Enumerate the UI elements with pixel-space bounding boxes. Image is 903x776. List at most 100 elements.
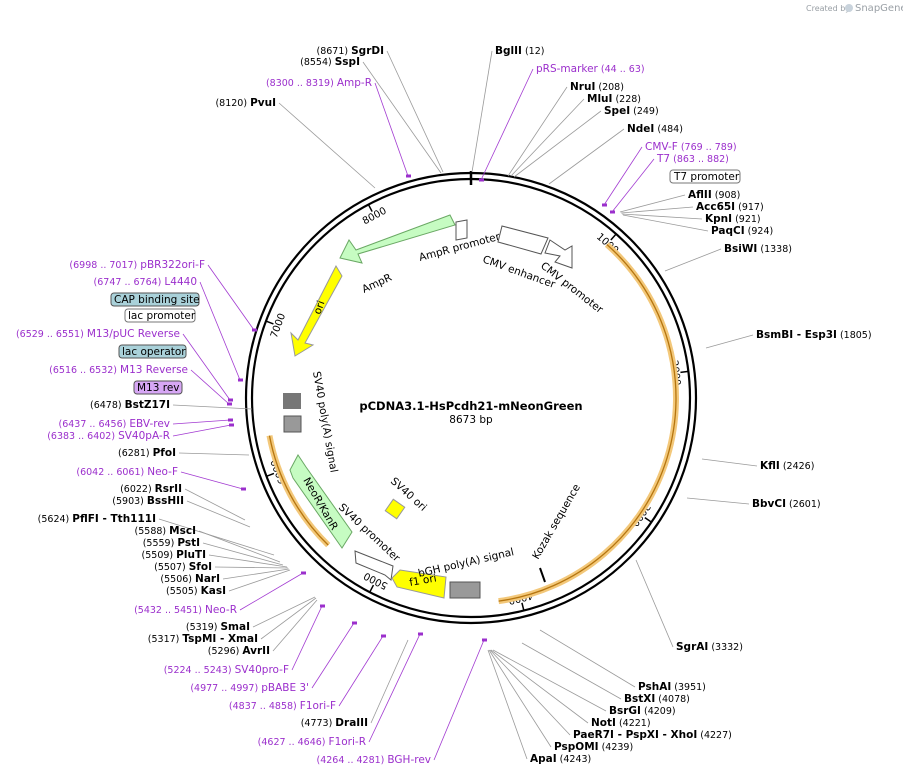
enzyme-name: NruI (208) xyxy=(570,81,624,93)
enzyme-name: SgrAI (3332) xyxy=(676,641,743,653)
primer-site-mark xyxy=(227,402,232,406)
primer-label-neor: (5432 .. 5451) Neo-R xyxy=(134,604,237,616)
primer-name: (6529 .. 6551) M13/pUC Reverse xyxy=(16,328,180,340)
primer-leader-line xyxy=(368,633,421,743)
leader-line xyxy=(178,452,250,456)
primer-name: T7 (863 .. 882) xyxy=(656,153,729,165)
primer-name: (4837 .. 4858) F1ori-F xyxy=(229,700,336,712)
enzyme-name: (5507) SfoI xyxy=(154,561,212,573)
leader-line xyxy=(471,50,493,173)
primer-leader-line xyxy=(207,264,255,331)
enzyme-name: (8554) SspI xyxy=(300,56,360,68)
primer-leader-line xyxy=(311,622,355,689)
enzyme-label-rsrii: (6022) RsrII xyxy=(120,483,182,495)
f1-ori-arrow xyxy=(391,569,447,599)
leader-line xyxy=(664,248,722,272)
leader-line xyxy=(489,649,571,736)
feature-label-ori: ori xyxy=(312,299,328,316)
primer-label-sv40par: (6383 .. 6402) SV40pA-R xyxy=(47,430,170,442)
enzyme-name: (5296) AvrII xyxy=(208,645,270,657)
boxed-feature-lac-promoter: lac promoter xyxy=(124,308,196,323)
enzyme-name: BglII (12) xyxy=(495,45,544,57)
leader-line xyxy=(386,50,444,173)
primer-site-mark xyxy=(482,638,487,642)
enzyme-name: (5505) KasI xyxy=(166,585,226,597)
leader-line xyxy=(701,458,758,467)
enzyme-name: (8671) SgrDI xyxy=(317,45,385,57)
plasmid-size: 8673 bp xyxy=(449,414,493,426)
feature-label-kozak: Kozak sequence xyxy=(530,482,583,561)
enzyme-label-sgrdi: (8671) SgrDI xyxy=(317,45,385,57)
enzyme-label-avrii: (5296) AvrII xyxy=(208,645,270,657)
primer-site-mark xyxy=(602,203,607,207)
leader-line xyxy=(260,597,317,640)
tick-mark xyxy=(680,370,689,374)
enzyme-label-bglii: BglII (12) xyxy=(495,45,544,57)
boxed-feature-lac-operator: lac operator xyxy=(118,344,187,359)
primer-leader-line xyxy=(199,281,241,381)
enzyme-label-ndei: NdeI (484) xyxy=(627,123,683,135)
leader-line xyxy=(362,61,442,174)
leader-line xyxy=(492,649,607,712)
tick-mark xyxy=(644,516,652,523)
primer-leader-line xyxy=(433,639,485,761)
tick-label: 7000 xyxy=(269,312,288,340)
enzyme-name: (5319) SmaI xyxy=(186,621,250,633)
enzyme-name: (5624) PflFI - Tth111I xyxy=(38,513,156,525)
leader-line xyxy=(521,642,622,700)
enzyme-label-kasi: (5505) KasI xyxy=(166,585,226,597)
leader-line xyxy=(705,334,754,349)
enzyme-label-msci: (5588) MscI xyxy=(135,525,196,537)
enzyme-label-draiii: (4773) DraIII xyxy=(301,717,368,729)
primer-name: (4977 .. 4997) pBABE 3' xyxy=(190,682,309,694)
leader-line xyxy=(172,404,253,410)
sv40-promoter-arrow xyxy=(354,550,394,581)
enzyme-name: (6281) PfoI xyxy=(118,447,176,459)
enzyme-label-mlui: MluI (228) xyxy=(587,93,641,105)
enzyme-label-pflfi: (5624) PflFI - Tth111I xyxy=(38,513,156,525)
primer-leader-line xyxy=(239,572,304,611)
primer-label-t7: T7 (863 .. 882) xyxy=(656,153,729,165)
enzyme-name: AflII (908) xyxy=(688,189,740,201)
primer-leader-line xyxy=(180,471,244,490)
primer-label-pbr322orif: (6998 .. 7017) pBR322ori-F xyxy=(69,259,205,271)
enzyme-name: PshAI (3951) xyxy=(638,681,706,693)
tick-mark xyxy=(369,584,375,593)
enzyme-label-bstz17i: (6478) BstZ17I xyxy=(90,399,170,411)
leader-line xyxy=(252,596,316,628)
primer-label-m13reverse: (6516 .. 6532) M13 Reverse xyxy=(49,364,188,376)
leader-line xyxy=(370,639,409,724)
enzyme-label-nari: (5506) NarI xyxy=(160,573,220,585)
enzyme-name: PaeR7I - PspXI - XhoI (4227) xyxy=(573,729,732,741)
primer-leader-line xyxy=(291,605,323,671)
primer-label-ampr: (8300 .. 8319) Amp-R xyxy=(266,77,372,89)
enzyme-label-bsiwi: BsiWI (1338) xyxy=(724,243,792,255)
enzyme-label-pfoi: (6281) PfoI xyxy=(118,447,176,459)
enzyme-name: (8120) PvuI xyxy=(215,97,276,109)
leader-line xyxy=(513,110,602,178)
enzyme-label-aflii: AflII (908) xyxy=(688,189,740,201)
enzyme-label-paer7i: PaeR7I - PspXI - XhoI (4227) xyxy=(573,729,732,741)
primer-leader-line xyxy=(603,146,643,206)
created-by-text: Created by xyxy=(806,4,850,13)
leader-line xyxy=(228,569,291,592)
primer-leader-line xyxy=(172,419,231,425)
enzyme-name: KpnI (921) xyxy=(705,213,761,225)
leader-line xyxy=(186,500,251,528)
primer-site-mark xyxy=(229,423,234,427)
ampr-promoter-arrow xyxy=(455,219,468,241)
primer-site-mark xyxy=(610,210,615,214)
primer-site-mark xyxy=(238,378,243,382)
leader-line xyxy=(208,554,288,568)
primer-name: (6042 .. 6061) Neo-F xyxy=(76,466,178,478)
leader-line xyxy=(507,86,568,177)
primer-site-mark xyxy=(228,418,233,422)
primer-leader-line xyxy=(172,424,232,437)
enzyme-label-noti: NotI (4221) xyxy=(591,717,651,729)
enzyme-label-sspi: (8554) SspI xyxy=(300,56,360,68)
enzyme-name: KflI (2426) xyxy=(760,460,814,472)
tick-mark xyxy=(266,472,275,478)
leader-line xyxy=(539,629,636,688)
primer-name: CMV-F (769 .. 789) xyxy=(645,141,737,153)
primer-label-m13pucreverse: (6529 .. 6551) M13/pUC Reverse xyxy=(16,328,180,340)
